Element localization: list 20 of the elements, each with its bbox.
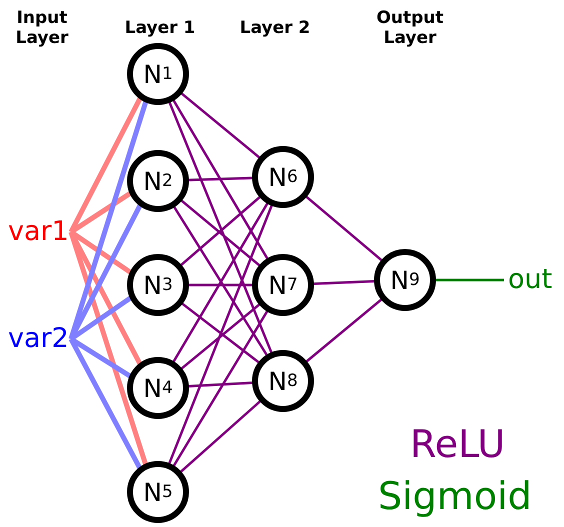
connection-line — [171, 308, 270, 469]
connection-line — [68, 338, 143, 472]
connection-line — [304, 296, 384, 364]
layer-heading: Output Layer — [375, 8, 445, 48]
connection-line — [304, 194, 384, 263]
connection-line — [68, 98, 149, 340]
variable-label: out — [508, 264, 552, 296]
legend-entry: Sigmoid — [378, 474, 532, 518]
legend-entry: ReLU — [410, 422, 506, 466]
connection-line — [178, 398, 263, 474]
layer-heading: Input Layer — [14, 8, 70, 48]
variable-label: var1 — [8, 216, 69, 248]
layer-heading: Layer 2 — [238, 18, 312, 38]
connection-line — [68, 202, 144, 340]
variable-label: var2 — [8, 323, 69, 355]
connection-line — [68, 95, 144, 234]
layer-heading: Layer 1 — [124, 18, 196, 38]
connection-line — [68, 230, 144, 367]
connection-line — [68, 231, 149, 468]
connection-line — [178, 90, 262, 160]
